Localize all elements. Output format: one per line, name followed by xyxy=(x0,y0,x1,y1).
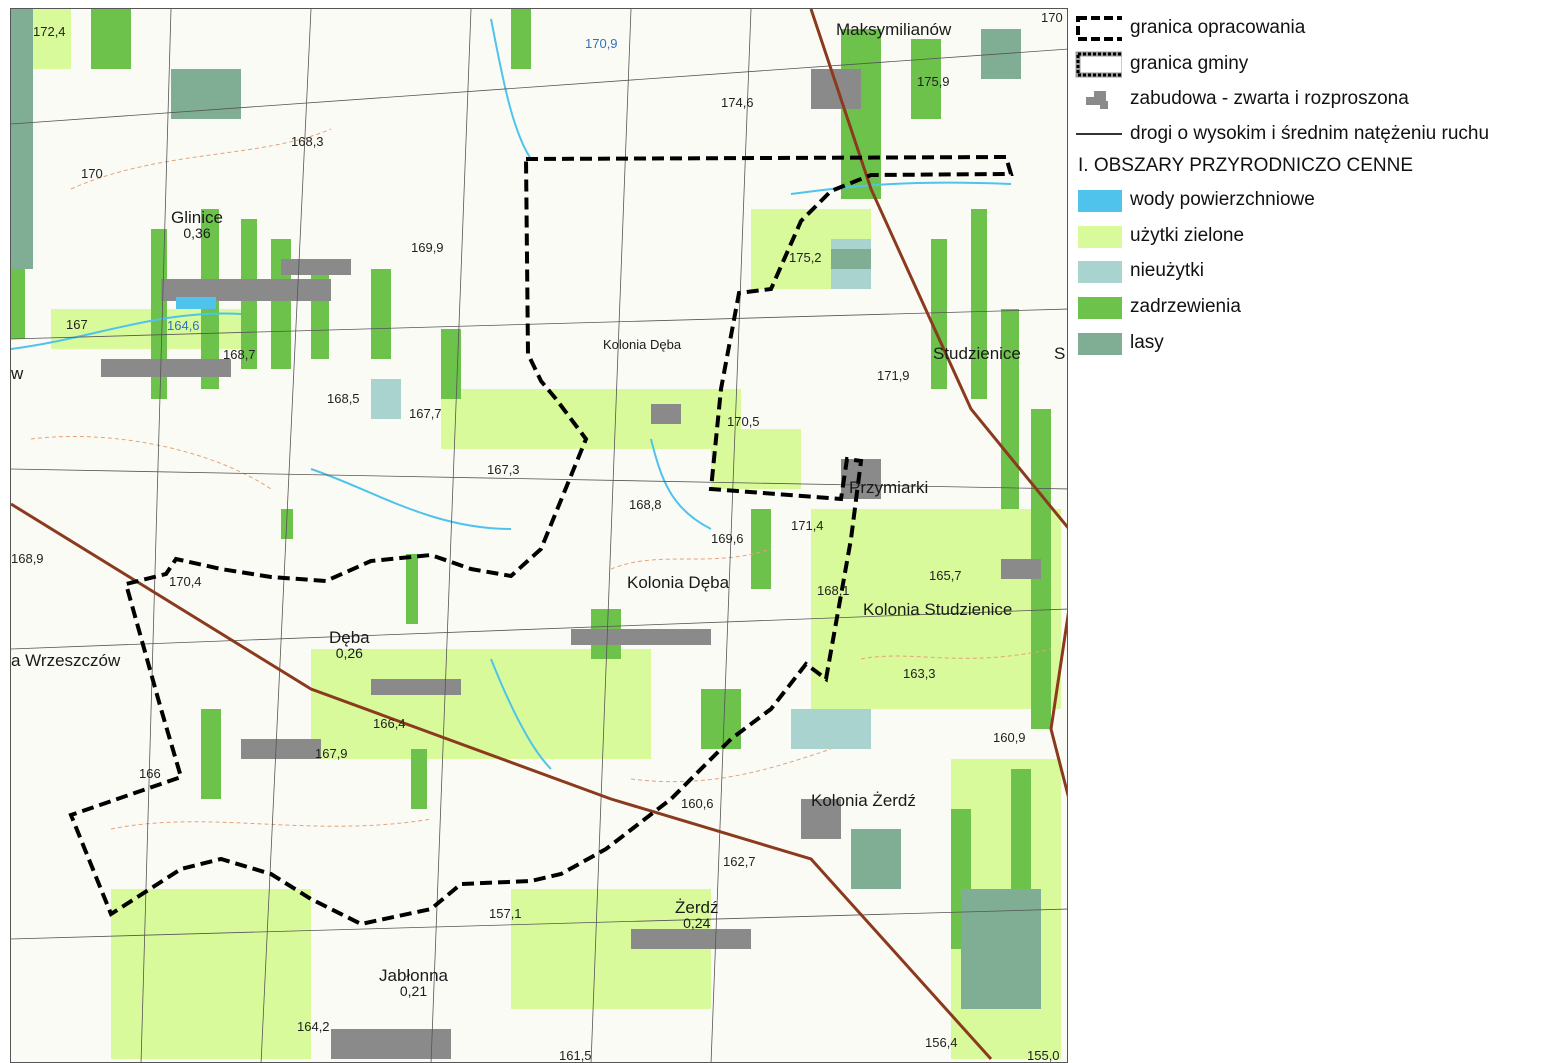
elevation-label: 161,5 xyxy=(559,1048,592,1063)
elevation-label: 168,1 xyxy=(817,583,850,598)
elevation-label: 170 xyxy=(1041,10,1063,25)
elevation-label: 162,7 xyxy=(723,854,756,869)
road-line-icon xyxy=(1072,120,1124,148)
legend-label: zadrzewienia xyxy=(1130,296,1241,317)
legend-label: użytki zielone xyxy=(1130,225,1245,246)
elevation-label: 170 xyxy=(81,166,103,181)
forest-swatch xyxy=(1072,329,1122,357)
elevation-label: 155,0 xyxy=(1027,1048,1060,1063)
elevation-label: 167,7 xyxy=(409,406,442,421)
study-boundary-line xyxy=(68,154,1014,927)
elevation-label: 156,4 xyxy=(925,1035,958,1050)
legend-label: granica gminy xyxy=(1130,53,1249,74)
elevation-label: 163,3 xyxy=(903,666,936,681)
legend-item-wasteland: nieużytki xyxy=(1072,257,1552,285)
forest-areas xyxy=(11,9,1041,1009)
legend-item-woods: zadrzewienia xyxy=(1072,293,1552,321)
place-label: Maksymilianów xyxy=(836,20,952,39)
place-label: Studzienice xyxy=(933,344,1021,363)
elevation-label: 168,9 xyxy=(11,551,44,566)
legend-item-forest: lasy xyxy=(1072,329,1552,357)
elevation-label: 167,3 xyxy=(487,462,520,477)
elevation-label: 168,7 xyxy=(223,347,256,362)
place-label: a Wrzeszczów xyxy=(11,651,121,670)
elevation-label: 167 xyxy=(66,317,88,332)
legend-label: granica opracowania xyxy=(1130,17,1306,38)
woods-swatch xyxy=(1072,293,1122,321)
elevation-label: 175,9 xyxy=(917,74,950,89)
elevation-label: 169,6 xyxy=(711,531,744,546)
elevation-label: 168,3 xyxy=(291,134,324,149)
legend-item-study-boundary: granica opracowania xyxy=(1072,14,1552,42)
elevation-label: 160,6 xyxy=(681,796,714,811)
main-roads xyxy=(11,9,1067,1061)
legend-item-grassland: użytki zielone xyxy=(1072,222,1552,250)
dashed-rect-icon xyxy=(1072,14,1126,42)
elevation-label: 164,2 xyxy=(297,1019,330,1034)
elevation-label: 160,9 xyxy=(993,730,1026,745)
elevation-label: 172,4 xyxy=(33,24,66,39)
elevation-label: 171,9 xyxy=(877,368,910,383)
legend-item-built-up: zabudowa - zwarta i rozproszona xyxy=(1072,85,1552,113)
place-label: Kolonia Żerdź xyxy=(811,791,916,810)
place-label: w xyxy=(11,364,24,383)
elevation-label: 169,9 xyxy=(411,240,444,255)
elevation-label: 168,8 xyxy=(629,497,662,512)
place-label: Kolonia Dęba xyxy=(603,337,682,352)
legend-label: drogi o wysokim i średnim natężeniu ruch… xyxy=(1130,123,1490,144)
dotted-rect-icon xyxy=(1072,50,1127,78)
water-swatch xyxy=(1072,186,1122,214)
elevation-label: 170,9 xyxy=(585,36,618,51)
legend-label: zabudowa - zwarta i rozproszona xyxy=(1130,88,1409,109)
elevation-label: 167,9 xyxy=(315,746,348,761)
place-label: Przymiarki xyxy=(849,478,929,497)
elevation-label: 174,6 xyxy=(721,95,754,110)
elevation-label: 170,5 xyxy=(727,414,760,429)
legend-label: wody powierzchniowe xyxy=(1130,189,1315,210)
pond xyxy=(176,297,216,309)
elevation-label: 171,4 xyxy=(791,518,824,533)
elevation-label: 175,2 xyxy=(789,250,822,265)
elevation-label: 168,5 xyxy=(327,391,360,406)
elevation-label: 165,7 xyxy=(929,568,962,583)
legend-item-water: wody powierzchniowe xyxy=(1072,186,1552,214)
wasteland-swatch xyxy=(1072,257,1122,285)
place-label: Kolonia Studzienice xyxy=(863,600,1013,619)
legend-item-roads: drogi o wysokim i średnim natężeniu ruch… xyxy=(1072,120,1552,148)
elevation-label: 170,4 xyxy=(169,574,202,589)
place-label: Kolonia Dęba xyxy=(627,573,730,592)
elevation-label: 166 xyxy=(139,766,161,781)
elevation-label: 157,1 xyxy=(489,906,522,921)
place-label: S xyxy=(1054,344,1066,363)
grassland-swatch xyxy=(1072,222,1122,250)
map-legend: granica opracowania granica gminy zabudo… xyxy=(1072,10,1552,370)
legend-section-heading: I. OBSZARY PRZYRODNICZO CENNE xyxy=(1078,155,1414,176)
grassland-areas xyxy=(11,9,1061,1059)
elevation-label: 164,6 xyxy=(167,318,200,333)
field-lines xyxy=(11,9,1067,1062)
built-up-areas xyxy=(101,69,1041,1059)
elevation-label: 166,4 xyxy=(373,716,406,731)
map-canvas xyxy=(11,9,1067,1062)
legend-item-commune-boundary: granica gminy xyxy=(1072,50,1552,78)
legend-label: lasy xyxy=(1130,332,1164,353)
building-icon xyxy=(1072,85,1122,113)
legend-label: nieużytki xyxy=(1130,260,1204,281)
